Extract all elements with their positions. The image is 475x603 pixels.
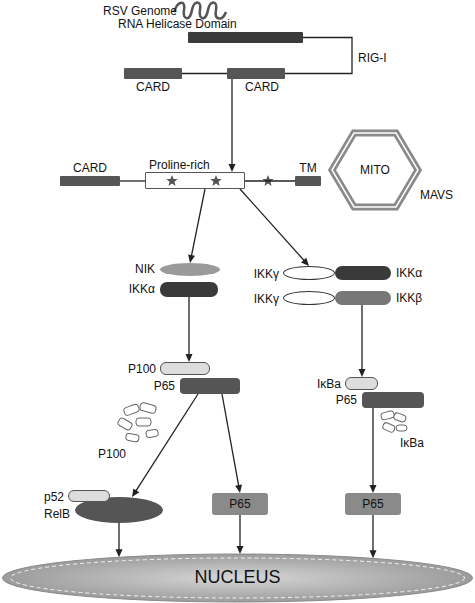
connector <box>370 408 377 493</box>
connector <box>186 297 193 362</box>
protein-pill: IκBa <box>345 377 378 390</box>
connector-line <box>136 394 198 491</box>
nucleus-ellipse: NUCLEUS <box>1 553 474 603</box>
node-label: P100 <box>128 362 156 376</box>
card-domain-bar: CARD <box>124 68 182 79</box>
degraded-fragments <box>117 402 159 442</box>
node-label: RelB <box>44 507 70 521</box>
node-label: IKKα <box>129 282 155 296</box>
degraded-fragments <box>380 410 407 433</box>
node-label: CARD <box>136 80 170 94</box>
connector <box>245 181 295 182</box>
arrowhead <box>186 354 193 362</box>
hexagon-inner-line <box>332 133 418 207</box>
protein-pill: IKKβ <box>335 291 391 305</box>
connector-line <box>361 305 362 370</box>
connector-line <box>222 394 239 486</box>
connector-line <box>240 189 304 261</box>
fragment-label: IκBa <box>400 436 424 450</box>
arrowhead <box>237 546 244 554</box>
protein-pill: IKKα <box>335 266 391 280</box>
node-label: IKKγ <box>254 292 279 306</box>
connector <box>229 79 236 172</box>
proline-rich-box: Proline-rich <box>145 172 245 189</box>
protein-box: P65 <box>345 493 401 515</box>
connector <box>370 515 377 558</box>
connector-line <box>191 189 205 256</box>
connector <box>116 523 123 557</box>
arrowhead <box>370 485 377 493</box>
hexagon-outer <box>332 133 418 207</box>
card-domain-bar: CARD <box>60 176 120 186</box>
genome-label: RSV Genome <box>103 4 177 18</box>
protein-box: P65 <box>362 392 424 408</box>
node-label: NUCLEUS <box>194 567 280 589</box>
connector-line <box>372 408 373 486</box>
node-label: P65 <box>154 379 175 393</box>
protein-box: P65 <box>212 493 268 515</box>
connector-line <box>372 515 373 551</box>
arrowhead <box>235 485 242 493</box>
connector-line <box>231 79 232 165</box>
protein-ellipse: NIK <box>160 263 220 276</box>
arrowhead <box>116 549 123 557</box>
connector <box>240 189 309 266</box>
protein-ellipse: IKKγ <box>283 266 335 280</box>
connector <box>222 394 242 493</box>
node-label: IκBa <box>317 377 341 391</box>
tm-domain-bar: TM <box>295 176 321 186</box>
connector-line <box>182 73 227 74</box>
fragment-label: P100 <box>98 447 126 461</box>
node-label: TM <box>299 161 316 175</box>
node-label: MITO <box>360 163 390 177</box>
connector <box>132 394 198 497</box>
nucleus-body <box>3 554 473 602</box>
rna-genome-coil <box>174 3 226 19</box>
node-label: Proline-rich <box>149 158 210 172</box>
arrowhead <box>359 369 366 377</box>
node-label: IKKγ <box>254 267 279 281</box>
arrowhead <box>370 550 377 558</box>
protein-box: P65 <box>180 378 240 394</box>
protein-label: MAVS <box>420 188 453 202</box>
node-label: P65 <box>336 393 357 407</box>
nucleus-membrane <box>11 558 465 598</box>
connector-line <box>120 180 145 181</box>
connector <box>120 181 145 182</box>
connector <box>188 189 205 263</box>
connector-line <box>118 523 119 550</box>
node-label: NIK <box>135 262 155 276</box>
node-label: P65 <box>362 497 383 511</box>
protein-pill: P100 <box>160 362 210 375</box>
connector-line <box>239 515 240 547</box>
connector-line <box>245 180 295 181</box>
connector-line <box>188 297 189 355</box>
node-label: CARD <box>73 161 107 175</box>
protein-pill: IKKα <box>160 282 218 297</box>
protein-label: RIG-I <box>358 51 387 65</box>
connector <box>237 515 244 554</box>
node-label: P65 <box>229 497 250 511</box>
protein-pill: p52 <box>68 490 110 502</box>
node-label: CARD <box>245 80 279 94</box>
connector <box>359 305 366 377</box>
arrowhead <box>132 488 139 497</box>
arrowhead <box>188 254 195 263</box>
card-domain-bar: CARD <box>227 68 285 79</box>
arrowhead <box>229 164 236 172</box>
connector <box>182 73 227 74</box>
arrowhead <box>301 258 309 266</box>
node-label: p52 <box>44 490 64 504</box>
node-label: IKKα <box>396 266 422 280</box>
mitochondrion-hexagon: MITO <box>327 128 423 212</box>
node-label: IKKβ <box>396 291 422 305</box>
protein-ellipse: IKKγ <box>283 291 335 305</box>
node-label: RNA Helicase Domain <box>118 17 237 31</box>
helicase-domain-bar: RNA Helicase Domain <box>188 32 303 43</box>
